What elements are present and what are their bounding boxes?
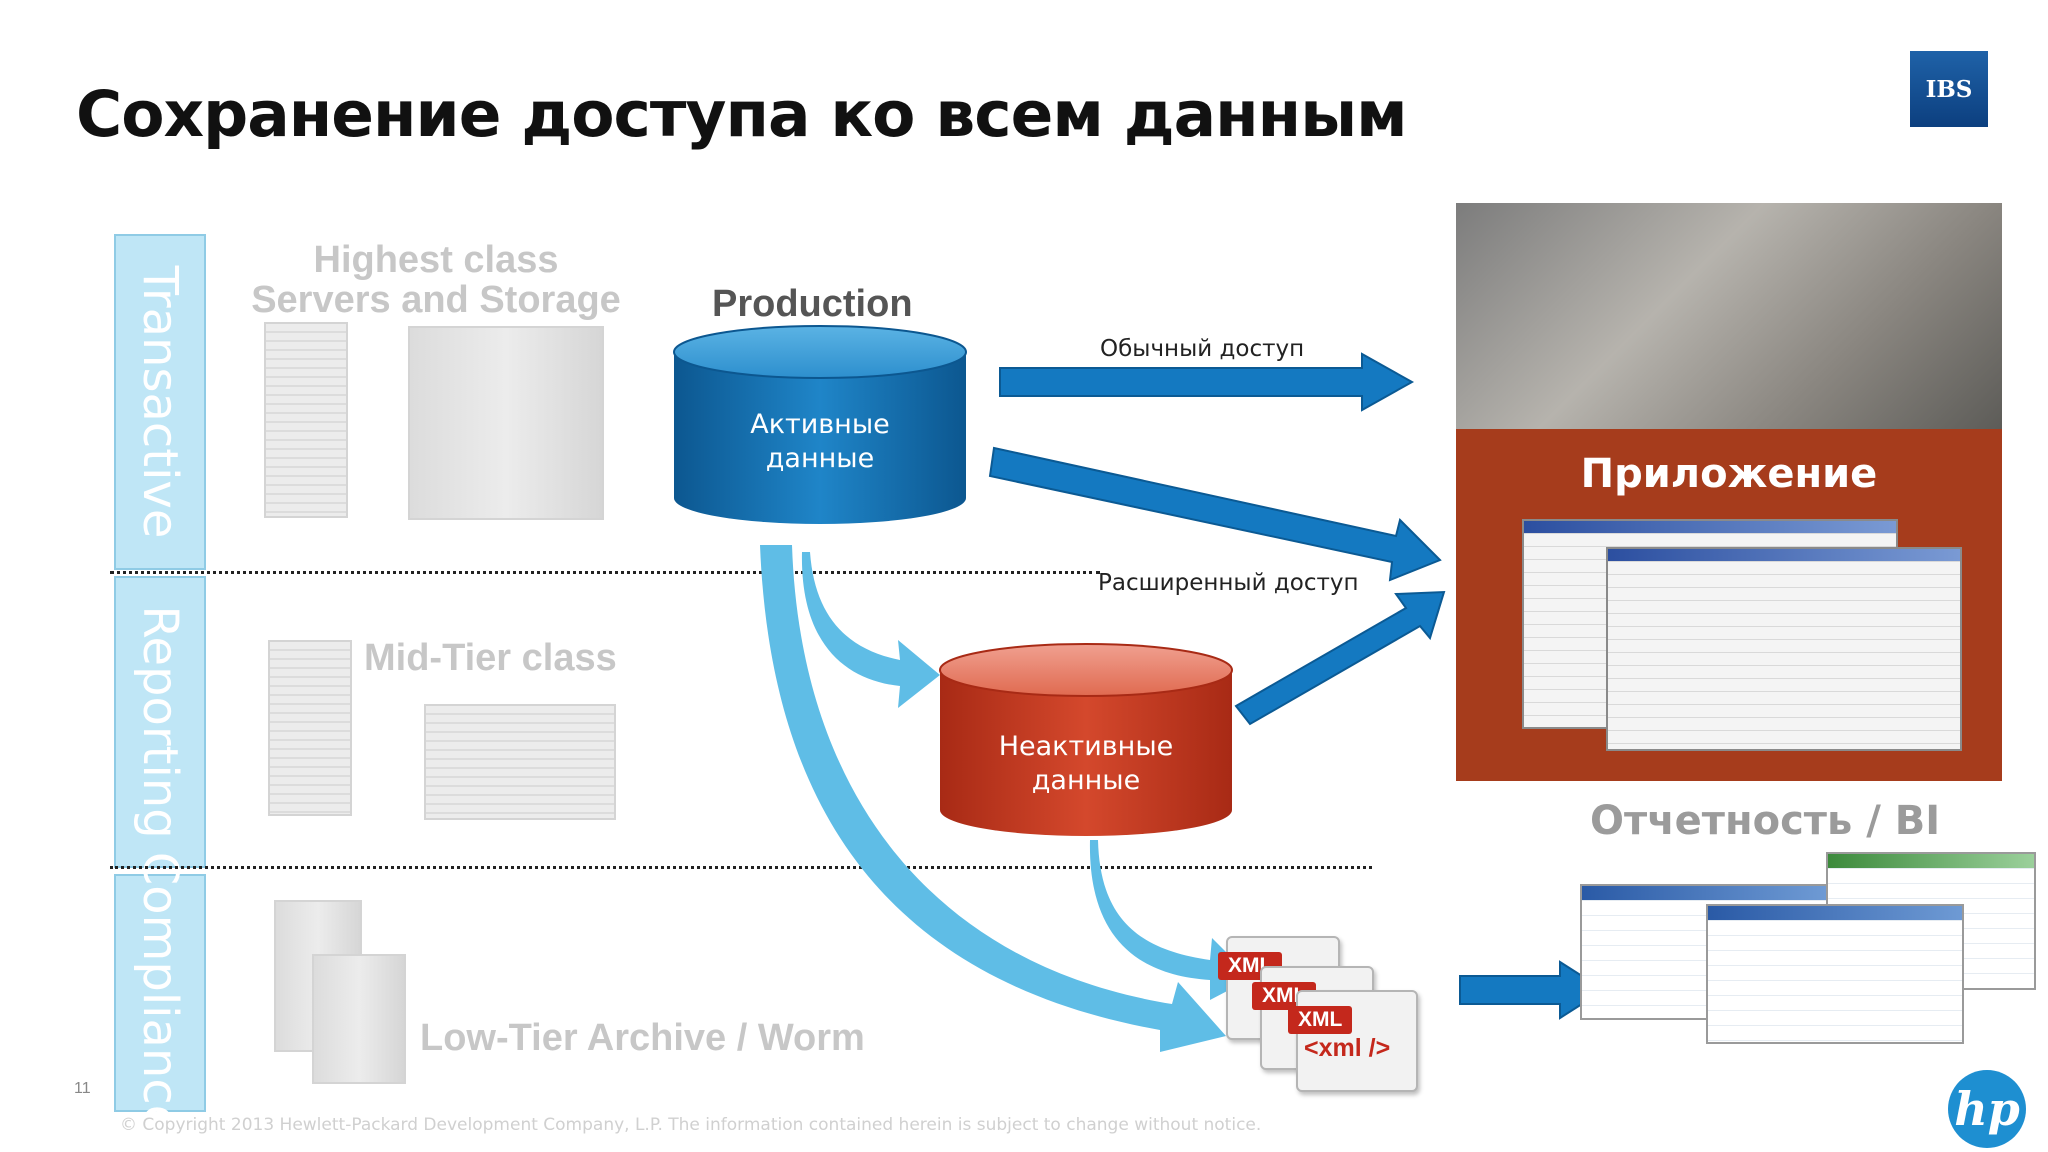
tier-label-transactive: Highest class Servers and Storage	[251, 239, 621, 321]
extended-access-label: Расширенный доступ	[1098, 570, 1359, 596]
normal-access-arrow	[999, 352, 1415, 412]
tier-label-reporting: Mid-Tier class	[364, 637, 617, 679]
xml-code-label: <xml />	[1304, 1034, 1391, 1062]
tier-tab-transactive: Transactive	[114, 234, 206, 570]
tier-divider	[110, 571, 1100, 574]
ibs-logo: IBS	[1910, 51, 1988, 127]
inactive-access-arrow	[1234, 590, 1446, 726]
active-data-label: Активные данные	[750, 409, 890, 474]
xml-flow-arrow	[1089, 840, 1252, 1000]
business-people-photo	[1456, 203, 2002, 429]
tier-label-compliance: Low-Tier Archive / Worm	[420, 1017, 865, 1059]
normal-access-label: Обычный доступ	[1100, 336, 1305, 362]
production-label: Production	[712, 283, 913, 325]
extended-access-arrow	[988, 446, 1442, 582]
server-chassis-image	[424, 704, 616, 820]
application-title: Приложение	[1580, 451, 1878, 497]
inactive-data-cylinder	[939, 643, 1233, 836]
page-title: Сохранение доступа ко всем данным	[76, 78, 1408, 151]
hp-logo: hp	[1948, 1070, 2026, 1148]
active-data-cylinder	[673, 325, 967, 524]
bi-chart-screenshot	[1706, 904, 1964, 1044]
page-number: 11	[74, 1080, 91, 1097]
copyright-text: © Copyright 2013 Hewlett-Packard Develop…	[120, 1115, 1262, 1135]
inactive-flow-arrow	[801, 552, 940, 708]
application-panel: Приложение	[1456, 203, 2002, 781]
reporting-bi-title: Отчетность / BI	[1590, 798, 1941, 844]
server-rack-image	[268, 640, 352, 816]
tier-tab-reporting: Reporting	[114, 576, 206, 868]
xml-document-icon: XML	[1288, 990, 1418, 1092]
tier-divider	[110, 866, 1372, 869]
storage-array-image	[408, 326, 604, 520]
tier-tab-compliance: Compliance	[114, 852, 206, 1134]
archive-storage-image	[312, 954, 406, 1084]
inactive-data-label: Неактивные данные	[998, 731, 1174, 796]
archive-flow-arrow	[760, 545, 1226, 1052]
application-window-screenshot	[1606, 547, 1962, 751]
server-rack-image	[264, 322, 348, 518]
